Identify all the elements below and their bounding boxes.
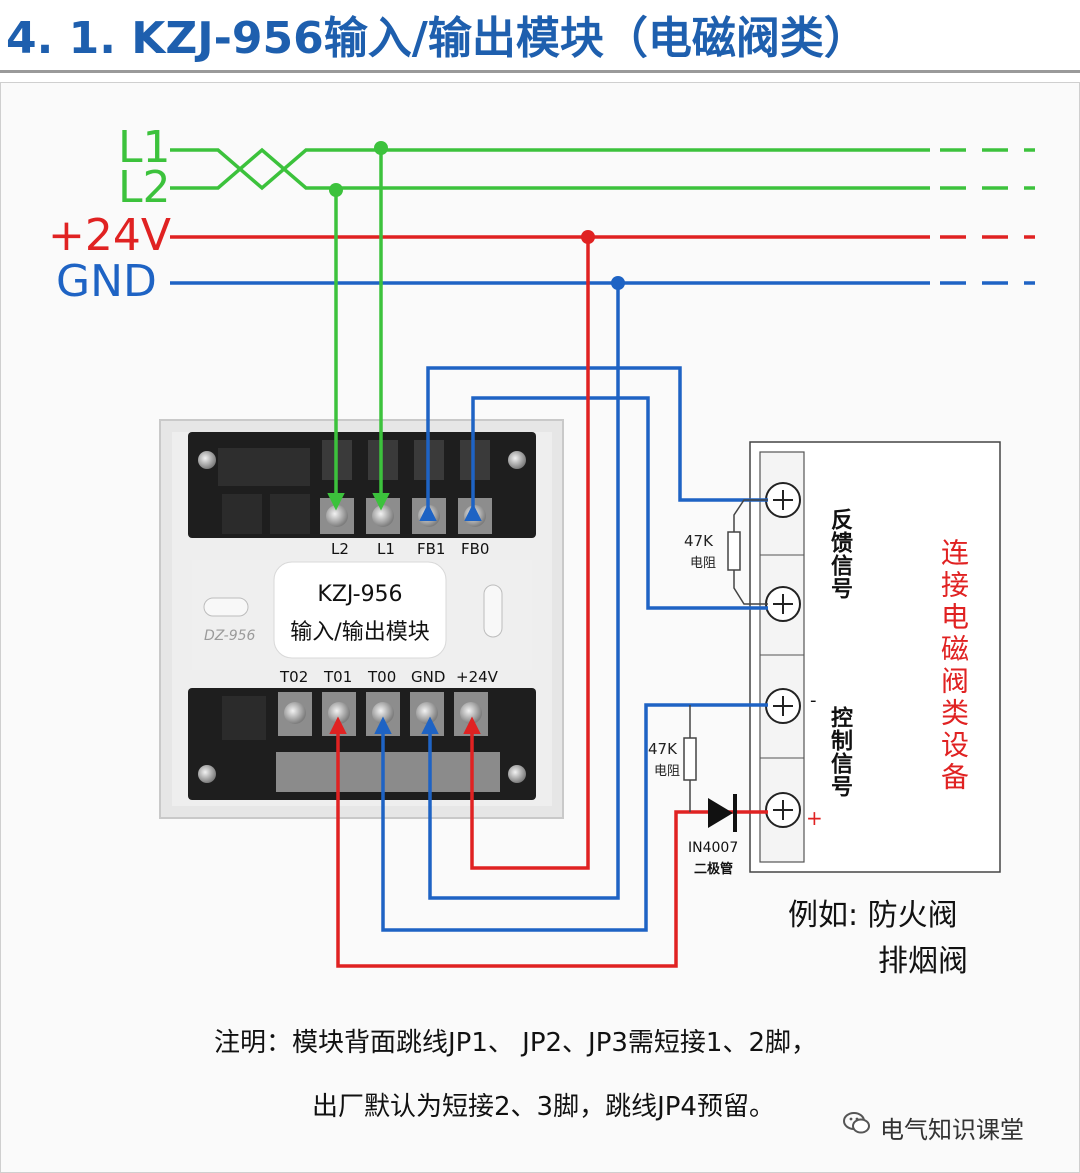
bus-label-l2: L2 xyxy=(118,162,171,213)
bus-label-l1: L1 xyxy=(118,122,171,173)
module-name: KZJ-956 xyxy=(317,582,403,607)
mount-screw-icon xyxy=(198,765,216,783)
plus-sign: + xyxy=(806,806,823,830)
page-title: 4. 1. KZJ-956输入/输出模块（电磁阀类） xyxy=(6,13,868,64)
resistor-label-2: 电阻 xyxy=(654,764,681,779)
terminal-label-fb0: FB0 xyxy=(461,540,490,558)
title-bar: 4. 1. KZJ-956输入/输出模块（电磁阀类） xyxy=(0,0,1080,70)
module-body xyxy=(159,419,564,819)
mount-screw-icon xyxy=(508,765,526,783)
resistor-value-1: 47K xyxy=(684,532,713,550)
terminal-screw-icon xyxy=(464,505,486,527)
device-side-label: 连接电磁阀类设备 xyxy=(937,538,970,794)
terminal-label-gnd: GND xyxy=(411,668,446,686)
module-label-plate xyxy=(273,561,447,659)
terminal-label-t02: T02 xyxy=(280,668,309,686)
note-line-2: 出厂默认为短接2、3脚，跳线JP4预留。 xyxy=(312,1092,775,1122)
terminal-label-24v: +24V xyxy=(456,668,498,686)
device-screw-icon xyxy=(765,792,801,828)
control-signal-label: 控制信号 xyxy=(827,706,852,798)
wechat-icon xyxy=(842,1108,872,1138)
mount-screw-icon xyxy=(198,451,216,469)
feedback-resistor xyxy=(727,499,768,605)
bus-label-24v: +24V xyxy=(48,210,171,261)
note-line-1: 注明：模块背面跳线JP1、 JP2、JP3需短接1、2脚， xyxy=(214,1028,818,1058)
resistor-label-1: 电阻 xyxy=(690,556,717,571)
terminal-label-l2: L2 xyxy=(331,540,349,558)
resistor-value-2: 47K xyxy=(648,740,677,758)
top-wires xyxy=(327,148,768,610)
minus-sign: - xyxy=(810,690,817,711)
terminal-label-fb1: FB1 xyxy=(417,540,446,558)
control-resistor xyxy=(683,705,697,812)
terminal-screw-icon xyxy=(418,505,440,527)
example-line-2: 排烟阀 xyxy=(878,944,968,979)
terminal-label-l1: L1 xyxy=(377,540,395,558)
device-screw-icon xyxy=(765,688,801,724)
bus-lines xyxy=(170,141,1035,290)
bus-l1 xyxy=(170,148,930,191)
module-model-stamp: DZ-956 xyxy=(204,628,256,644)
watermark: 电气知识课堂 xyxy=(880,1116,1024,1144)
solenoid-device xyxy=(749,441,1001,873)
bottom-wires xyxy=(329,237,768,968)
terminal-screw-icon xyxy=(326,505,348,527)
feedback-signal-label: 反馈信号 xyxy=(827,508,852,600)
device-screw-icon xyxy=(765,482,801,518)
module-subtitle: 输入/输出模块 xyxy=(290,620,430,645)
title-divider xyxy=(0,70,1080,73)
diode-icon xyxy=(708,794,737,832)
diode-label: 二极管 xyxy=(694,862,734,877)
bus-l2 xyxy=(170,147,930,190)
terminal-label-t01: T01 xyxy=(324,668,353,686)
mount-screw-icon xyxy=(508,451,526,469)
terminal-screw-icon xyxy=(372,505,394,527)
terminal-label-t00: T00 xyxy=(368,668,397,686)
example-line-1: 例如: 防火阀 xyxy=(788,898,958,933)
terminal-screw-icon xyxy=(284,702,306,724)
terminal-screw-icon xyxy=(416,702,438,724)
device-screw-icon xyxy=(765,586,801,622)
diode-value: IN4007 xyxy=(688,840,739,856)
bus-label-gnd: GND xyxy=(56,256,157,307)
